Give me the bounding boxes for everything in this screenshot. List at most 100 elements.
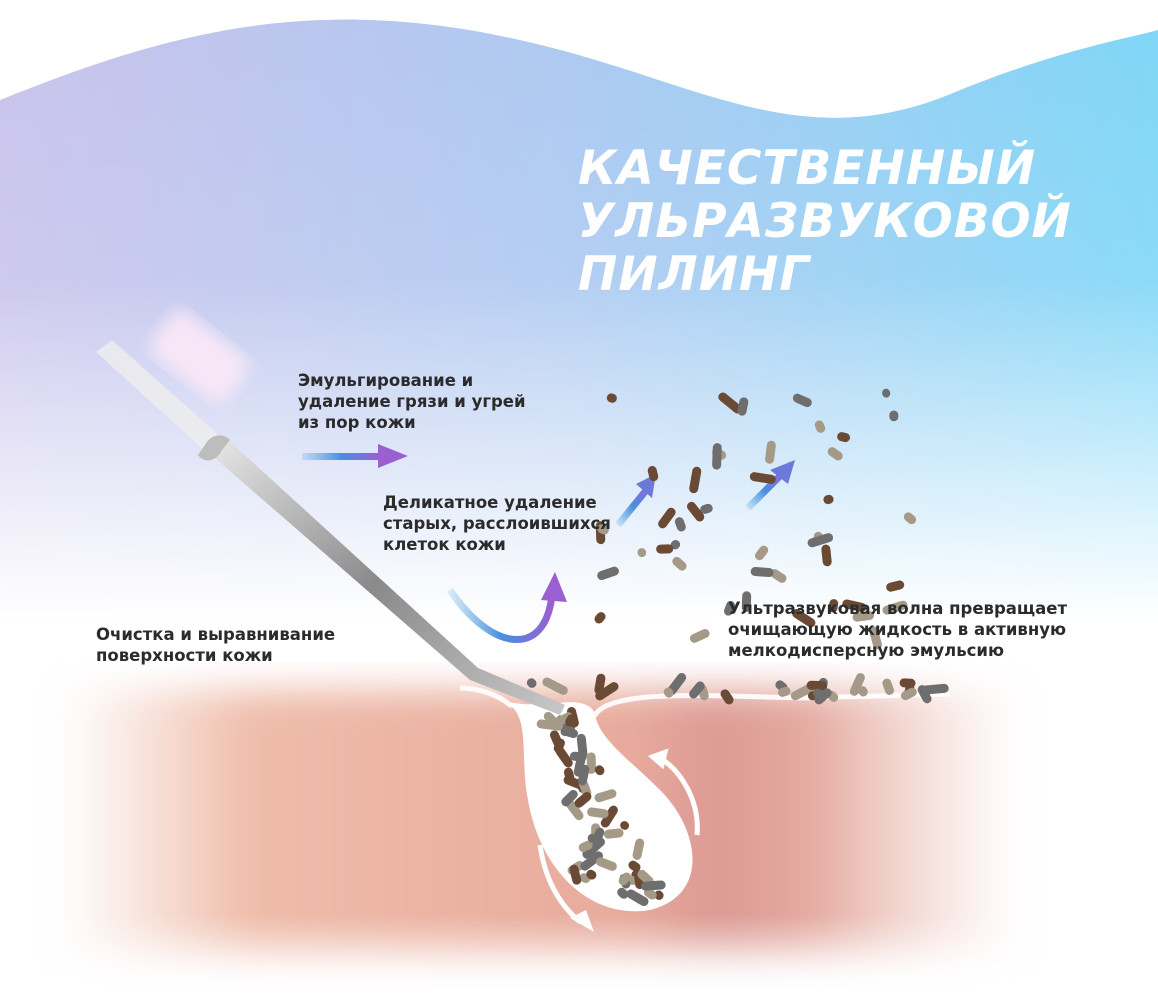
particle [749, 472, 776, 484]
particle [595, 682, 619, 701]
particle [814, 420, 826, 433]
particle [882, 678, 894, 695]
particle [900, 687, 917, 701]
particle [569, 751, 587, 762]
particle [857, 686, 868, 697]
particle [587, 833, 597, 843]
label-line: Деликатное удаление [383, 493, 597, 512]
particle [718, 392, 743, 414]
particle [792, 609, 816, 628]
particle [777, 686, 791, 697]
particle [626, 889, 649, 907]
particle [889, 410, 899, 422]
label-line: клеток кожи [383, 535, 506, 554]
particle [720, 689, 734, 705]
particle [674, 517, 686, 532]
label-exfoliate: Деликатное удаление старых, расслоившихс… [383, 492, 611, 555]
particle [882, 600, 908, 615]
particle [563, 767, 575, 783]
particle [526, 678, 537, 688]
label-wave: Ультразвуковая волна превращает очищающу… [728, 598, 1067, 661]
title-line: КАЧЕСТВЕННЫЙ [578, 141, 1037, 196]
particle [555, 746, 573, 768]
particle [813, 688, 824, 698]
particle [606, 393, 617, 403]
particle [903, 512, 917, 525]
particle [603, 828, 624, 839]
particle [565, 714, 576, 727]
title-line: УЛЬРАЗВУКОВОЙ [578, 194, 1072, 249]
particle [689, 629, 710, 643]
particle [700, 503, 713, 514]
label-line: Эмульгирование и [298, 371, 474, 390]
particle [578, 840, 593, 853]
particle [712, 443, 722, 470]
pore [510, 702, 693, 912]
particle [849, 673, 865, 696]
arrow-up-2 [745, 460, 795, 511]
particle [594, 765, 605, 776]
particle [618, 872, 632, 886]
particle [644, 887, 657, 900]
arrow-pore-up [647, 748, 700, 836]
particle [580, 851, 604, 871]
arrow-emulsify [302, 444, 408, 468]
particle [842, 599, 867, 612]
arrow-pore-down [537, 844, 594, 932]
particle [597, 524, 609, 535]
particle [656, 544, 674, 554]
particle [917, 685, 932, 704]
particle [686, 501, 705, 522]
particle [542, 677, 568, 695]
particle [620, 821, 630, 830]
particle [821, 544, 832, 567]
label-line: мелкодисперсную эмульсию [728, 641, 1005, 660]
particle [737, 397, 749, 416]
particle [689, 466, 702, 494]
particle [561, 726, 578, 739]
particle [814, 688, 832, 705]
particle [765, 440, 776, 464]
particle [658, 507, 676, 529]
particle [594, 789, 617, 803]
particle [852, 610, 875, 622]
particle [663, 687, 674, 698]
particle [882, 388, 891, 398]
particle [921, 683, 949, 695]
particle [886, 580, 905, 592]
label-line: поверхности кожи [96, 646, 273, 665]
page-title: КАЧЕСТВЕННЫЙ УЛЬРАЗВУКОВОЙ ПИЛИНГ [578, 142, 1072, 301]
particle [647, 466, 659, 482]
label-line: старых, расслоившихся [383, 514, 611, 533]
particle [807, 533, 834, 548]
particle [827, 447, 843, 461]
particle [837, 432, 850, 443]
label-line: Ультразвуковая волна превращает [728, 599, 1068, 618]
label-line: очищающую жидкость в активную [728, 620, 1067, 639]
particle [549, 730, 563, 748]
particle [565, 799, 584, 821]
label-line: удаление грязи и угрей [298, 392, 526, 411]
particle [587, 807, 609, 819]
particle [596, 857, 617, 871]
particle [806, 680, 828, 691]
ultrasonic-probe [96, 310, 565, 715]
particle [594, 612, 606, 624]
arrow-curve [447, 572, 567, 643]
label-line: из пор кожи [298, 413, 416, 432]
particle [741, 591, 752, 612]
particle [828, 599, 839, 613]
particle [632, 838, 645, 860]
particle [823, 494, 834, 505]
particle [654, 890, 664, 900]
particle [670, 540, 681, 550]
label-line: Очистка и выравнивание [96, 625, 336, 644]
particle [641, 880, 666, 891]
particle [637, 548, 647, 558]
particle [792, 393, 812, 408]
particle [574, 792, 592, 808]
particle [723, 601, 736, 616]
particle [586, 869, 597, 880]
